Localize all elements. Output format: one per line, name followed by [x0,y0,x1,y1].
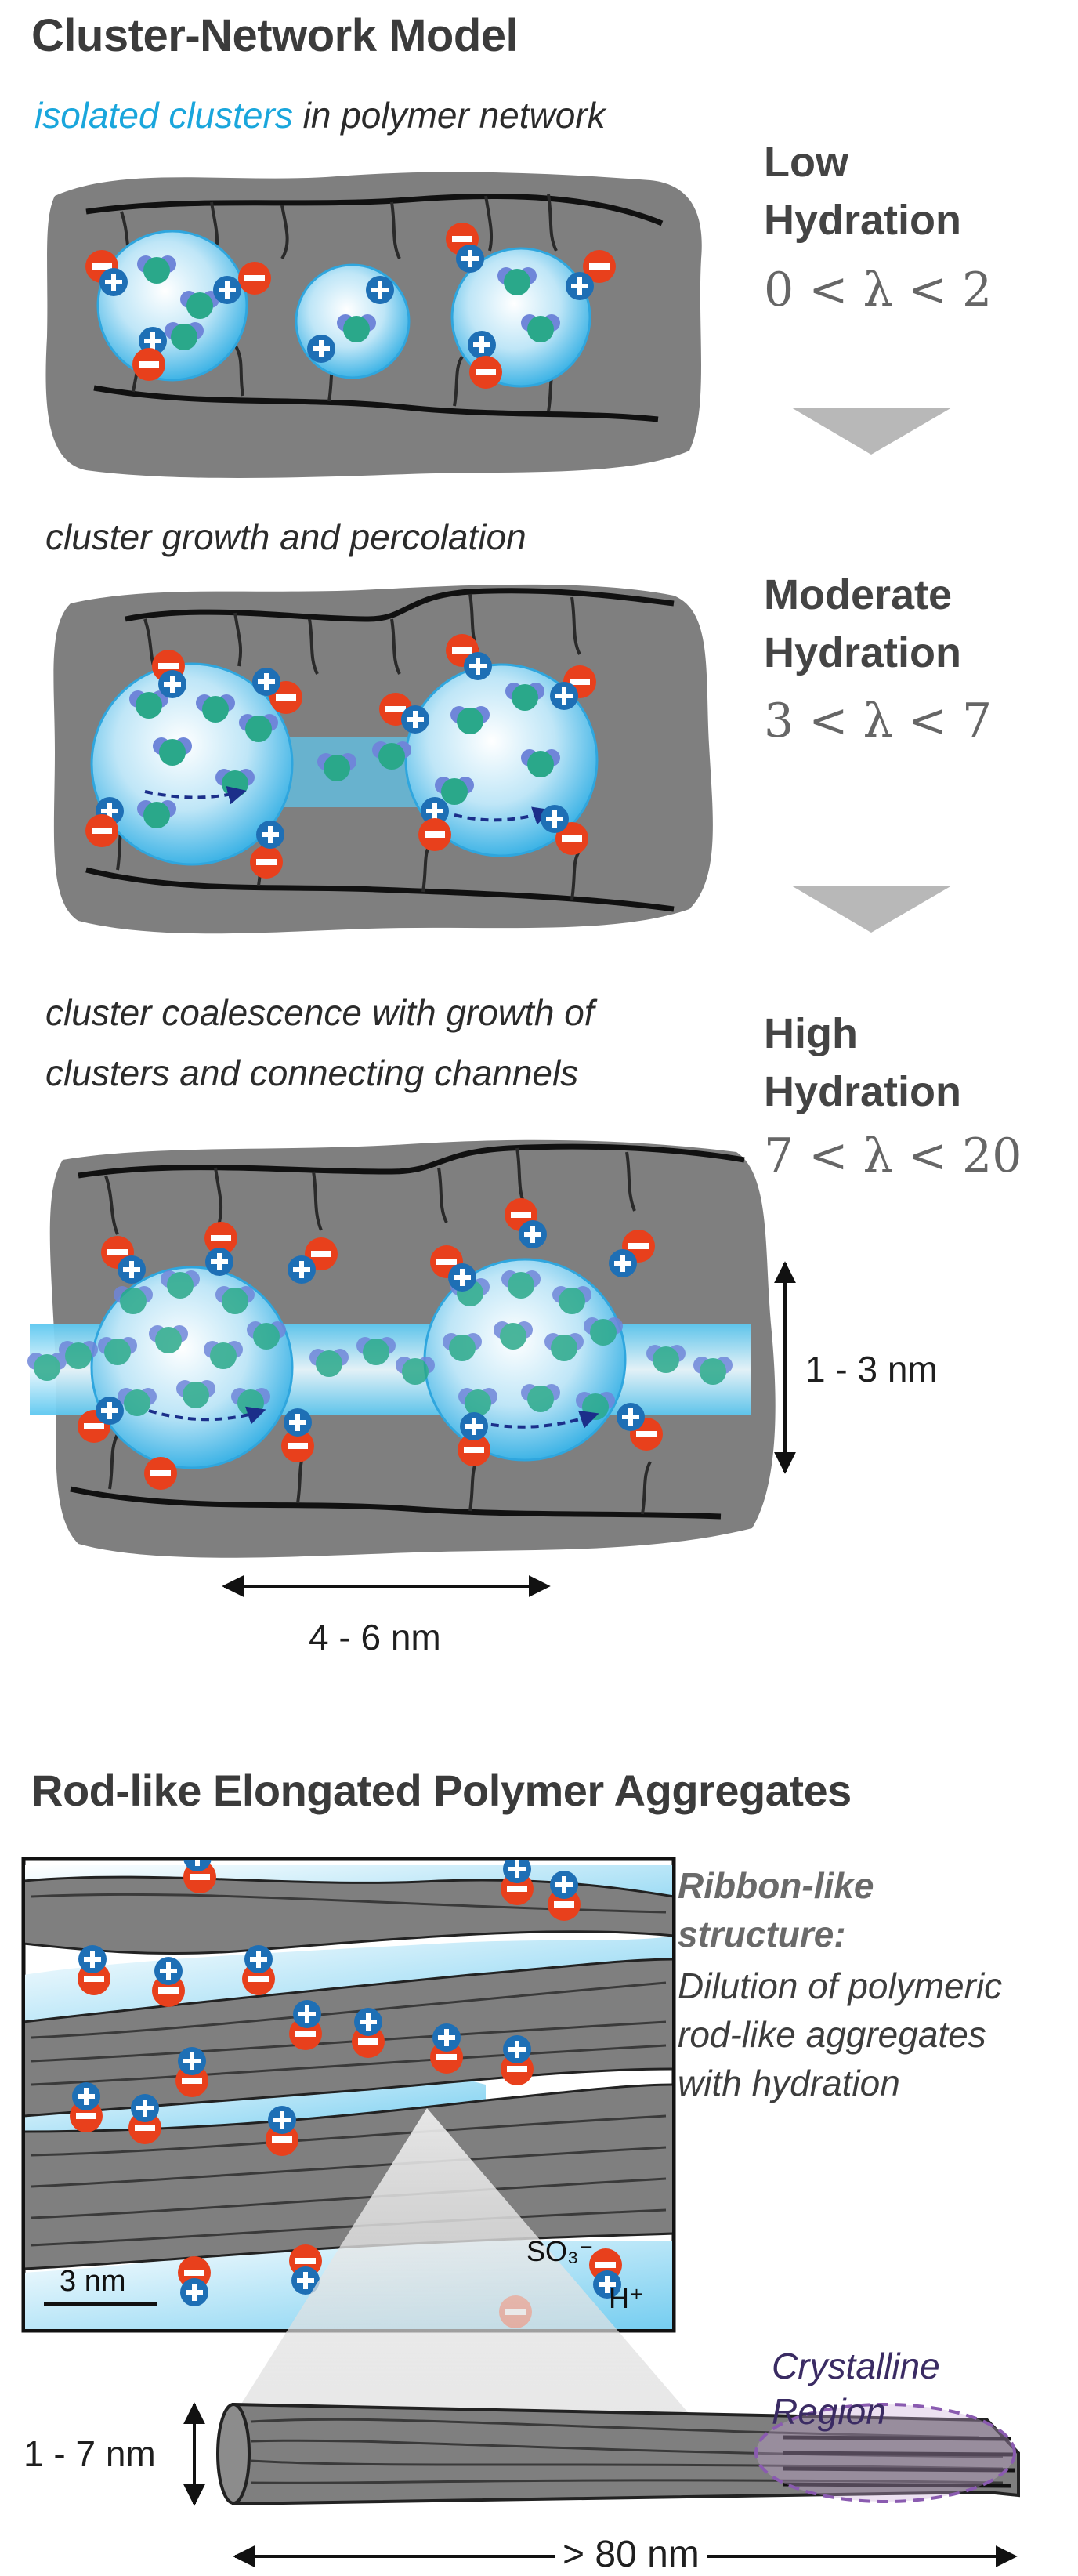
model-title: Cluster-Network Model [31,10,519,61]
height-dimension-label: 1 - 3 nm [805,1349,938,1389]
side-title-line1: Ribbon-like [678,1865,874,1906]
crystalline-line1: Crystalline [772,2346,940,2386]
rod-height-label: 1 - 7 nm [24,2433,156,2474]
side-desc-line3: with hydration [678,2063,900,2103]
width-dimension-label: 4 - 6 nm [309,1617,441,1658]
high-hydration-label: High Hydration [764,1005,961,1121]
magnification-cone [231,2108,701,2428]
low-hydration-label: Low Hydration [764,133,961,249]
scale-bar-label: 3 nm [60,2265,126,2298]
rod-section-title: Rod-like Elongated Polymer Aggregates [31,1766,852,1815]
rod-length-label: > 80 nm [555,2533,707,2576]
crystalline-line2: Region [772,2391,886,2432]
so3-label: SO₃⁻ [526,2235,594,2267]
hydration-line1: Moderate [764,571,953,618]
h-plus-label: H⁺ [609,2282,644,2314]
ribbon-side-description: Dilution of polymeric rod-like aggregate… [678,1962,1002,2107]
hydration-line1: Low [764,139,848,186]
rod-aggregate [216,2402,1020,2506]
crystalline-region-outline [754,2403,1016,2503]
low-hydration-diagram [45,172,702,479]
panel3-caption-line1: cluster coalescence with growth of [45,992,595,1033]
down-arrow-2 [791,886,952,933]
hydration-line1: High [764,1010,858,1057]
caption-rest: in polymer network [292,95,606,136]
side-desc-line2: rod-like aggregates [678,2014,986,2055]
moderate-hydration-diagram [53,584,713,934]
hydration-line2: Hydration [764,197,962,244]
side-title-line2: structure: [678,1914,846,1955]
lambda-range-high: 7 < λ < 20 [764,1129,1022,1183]
moderate-hydration-label: Moderate Hydration [764,566,961,682]
ribbon-structure-diagram [21,1857,676,2333]
down-arrow-1 [791,408,952,455]
panel2-caption: cluster growth and percolation [45,516,526,557]
hydration-line2: Hydration [764,1068,962,1115]
side-desc-line1: Dilution of polymeric [678,1966,1003,2006]
panel1-caption: isolated clusters in polymer network [34,94,606,136]
ribbon-side-title: Ribbon-like structure: [678,1861,874,1958]
hydration-line2: Hydration [764,629,962,676]
caption-highlight: isolated clusters [34,95,293,136]
crystalline-region-label: Crystalline Region [772,2343,940,2434]
lambda-range-low: 0 < λ < 2 [764,263,993,317]
high-hydration-diagram [27,1139,776,1558]
panel3-caption-line2: clusters and connecting channels [45,1053,579,1093]
lambda-range-moderate: 3 < λ < 7 [764,694,993,748]
